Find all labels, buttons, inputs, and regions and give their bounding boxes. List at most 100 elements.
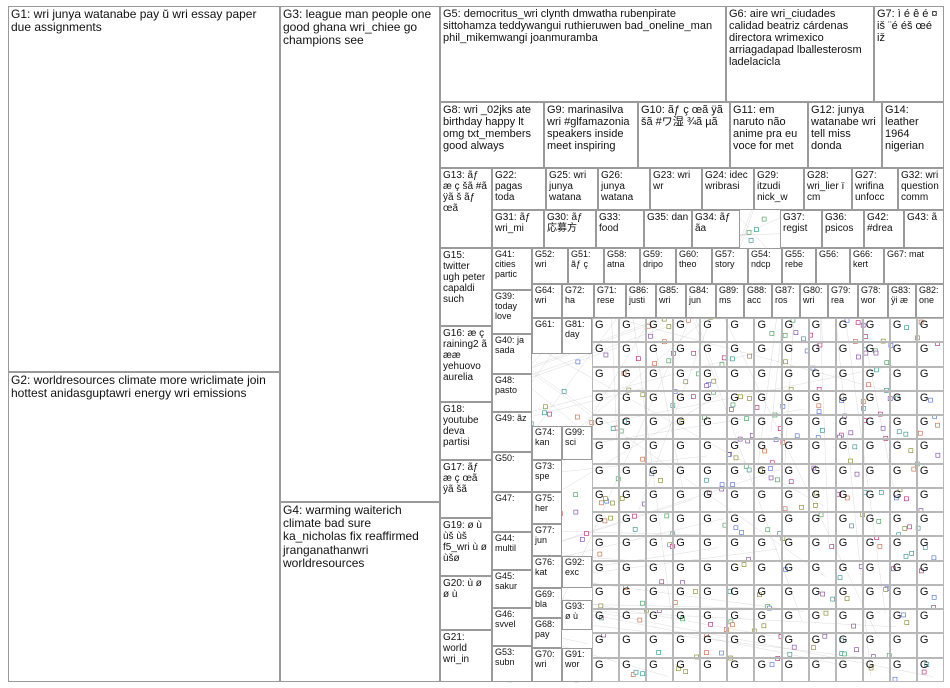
- group-label-g18: G18: youtube deva partisi: [443, 404, 489, 448]
- group-g85: G85: wri: [656, 284, 686, 318]
- tiny-group-cell: G: [619, 391, 646, 415]
- tiny-group-cell: G: [592, 488, 619, 512]
- group-label-g35: G35: dan: [647, 212, 689, 223]
- tiny-group-cell: G: [619, 488, 646, 512]
- group-label-g4: G4: warming waiterich climate bad sure k…: [283, 504, 437, 570]
- group-g71: G71: rese: [594, 284, 626, 318]
- tiny-group-cell: G: [700, 633, 727, 657]
- group-label-g13: G13: ãƒ æ ç šã #ã ÿã š ãƒ œã: [443, 170, 489, 214]
- group-label-g45: G45: sakur: [495, 572, 529, 592]
- tiny-group-cell: G: [754, 415, 781, 439]
- group-g70: G70: wri: [532, 648, 562, 682]
- group-label-g25: G25: wri junya watana: [549, 170, 595, 203]
- group-g18: G18: youtube deva partisi: [440, 402, 492, 460]
- group-label-g59: G59: dripo: [643, 250, 673, 270]
- group-g86: G86: justi: [626, 284, 656, 318]
- tiny-group-cell: G: [782, 512, 809, 536]
- tiny-group-cell: G: [836, 536, 863, 560]
- group-label-g31: G31: ãƒ wri_mi: [495, 212, 541, 234]
- tiny-group-cell: G: [754, 367, 781, 391]
- tiny-group-cell: G: [646, 318, 673, 342]
- small-group-node: [584, 531, 588, 535]
- tiny-group-cell: G: [673, 367, 700, 391]
- small-group-node: [576, 360, 580, 364]
- tiny-group-cell: G: [836, 342, 863, 366]
- tiny-group-cell: G: [619, 367, 646, 391]
- tiny-group-cell: G: [917, 561, 944, 585]
- tiny-group-cell: G: [754, 391, 781, 415]
- tiny-group-cell: G: [917, 391, 944, 415]
- small-group-node: [749, 238, 753, 242]
- group-g11: G11: em naruto não anime pra eu voce for…: [730, 102, 808, 168]
- tiny-group-cell: G: [700, 464, 727, 488]
- tiny-group-cell: G: [592, 561, 619, 585]
- group-g9: G9: marinasilva wri #glfamazonia speaker…: [544, 102, 638, 168]
- tiny-group-cell: G: [727, 658, 754, 682]
- tiny-group-cell: G: [754, 512, 781, 536]
- tiny-group-cell: G: [836, 464, 863, 488]
- group-label-g10: G10: ãƒ ç œã ÿã šã #ワ湿 ¾ã µã: [641, 104, 727, 128]
- tiny-group-cell: G: [592, 439, 619, 463]
- tiny-group-cell: G: [646, 464, 673, 488]
- group-label-g7: G7: ì é ê é ¤ iš ¨é éš œé iž: [877, 8, 941, 44]
- tiny-group-cell: G: [890, 609, 917, 633]
- tiny-group-cell: G: [673, 561, 700, 585]
- group-g64: G64: wri: [532, 284, 562, 318]
- group-g56: G56:: [816, 248, 850, 284]
- group-label-g39: G39: today love: [495, 292, 529, 322]
- group-label-g22: G22: pagas toda: [495, 170, 543, 203]
- group-g10: G10: ãƒ ç œã ÿã šã #ワ湿 ¾ã µã: [638, 102, 730, 168]
- tiny-group-cell: G: [782, 536, 809, 560]
- tiny-group-cell: G: [646, 658, 673, 682]
- small-groups-grid: GGGGGGGGGGGGGGGGGGGGGGGGGGGGGGGGGGGGGGGG…: [592, 318, 944, 682]
- group-g26: G26: junya watana: [598, 168, 650, 210]
- tiny-group-cell: G: [782, 633, 809, 657]
- tiny-group-cell: G: [809, 633, 836, 657]
- group-g42: G42: #drea: [864, 210, 904, 248]
- tiny-group-cell: G: [727, 415, 754, 439]
- tiny-group-cell: G: [700, 342, 727, 366]
- tiny-group-cell: G: [727, 439, 754, 463]
- tiny-group-cell: G: [754, 342, 781, 366]
- group-label-g32: G32: wri question comm: [901, 170, 941, 203]
- group-g21: G21: world wri_in: [440, 630, 492, 682]
- tiny-group-cell: G: [863, 488, 890, 512]
- group-label-g83: G83: ÿi æ: [891, 286, 913, 306]
- group-label-g51: G51: ãƒ ç: [571, 250, 601, 270]
- tiny-group-cell: G: [917, 415, 944, 439]
- group-label-g14: G14: leather 1964 nigerian: [885, 104, 941, 152]
- tiny-group-cell: G: [673, 415, 700, 439]
- group-g57: G57: story: [712, 248, 748, 284]
- tiny-group-cell: G: [592, 536, 619, 560]
- tiny-group-cell: G: [700, 415, 727, 439]
- group-g24: G24: idec wribrasi: [702, 168, 754, 210]
- tiny-group-cell: G: [863, 658, 890, 682]
- group-label-g33: G33: food: [599, 212, 641, 234]
- group-g3: G3: league man people one good ghana wri…: [280, 6, 440, 502]
- group-label-g17: G17: ãƒ æ ç œã ÿã šã: [443, 462, 489, 495]
- group-g20: G20: ù ø ø ù: [440, 576, 492, 630]
- group-label-g28: G28: wri_lier ï cm: [807, 170, 849, 203]
- group-label-g86: G86: justi: [629, 286, 653, 306]
- tiny-group-cell: G: [890, 633, 917, 657]
- tiny-group-cell: G: [754, 658, 781, 682]
- group-g17: G17: ãƒ æ ç œã ÿã šã: [440, 460, 492, 518]
- group-label-g80: G80: wri: [803, 286, 825, 306]
- group-g92: G92: exc: [562, 556, 592, 588]
- tiny-group-cell: G: [592, 512, 619, 536]
- group-g51: G51: ãƒ ç: [568, 248, 604, 284]
- tiny-group-cell: G: [890, 391, 917, 415]
- group-g91: G91: wor: [562, 648, 592, 682]
- tiny-group-cell: G: [727, 391, 754, 415]
- group-label-g69: G69: bla: [535, 590, 559, 610]
- tiny-group-cell: G: [890, 415, 917, 439]
- tiny-group-cell: G: [619, 536, 646, 560]
- small-group-node: [542, 411, 546, 415]
- tiny-group-cell: G: [592, 464, 619, 488]
- group-label-g2: G2: worldresources climate more wriclima…: [11, 374, 277, 400]
- small-group-node: [548, 412, 552, 416]
- group-label-g6: G6: aire wri_ciudades calidad beatriz cá…: [729, 8, 871, 68]
- tiny-group-cell: G: [917, 318, 944, 342]
- tiny-group-cell: G: [836, 561, 863, 585]
- tiny-group-cell: G: [917, 609, 944, 633]
